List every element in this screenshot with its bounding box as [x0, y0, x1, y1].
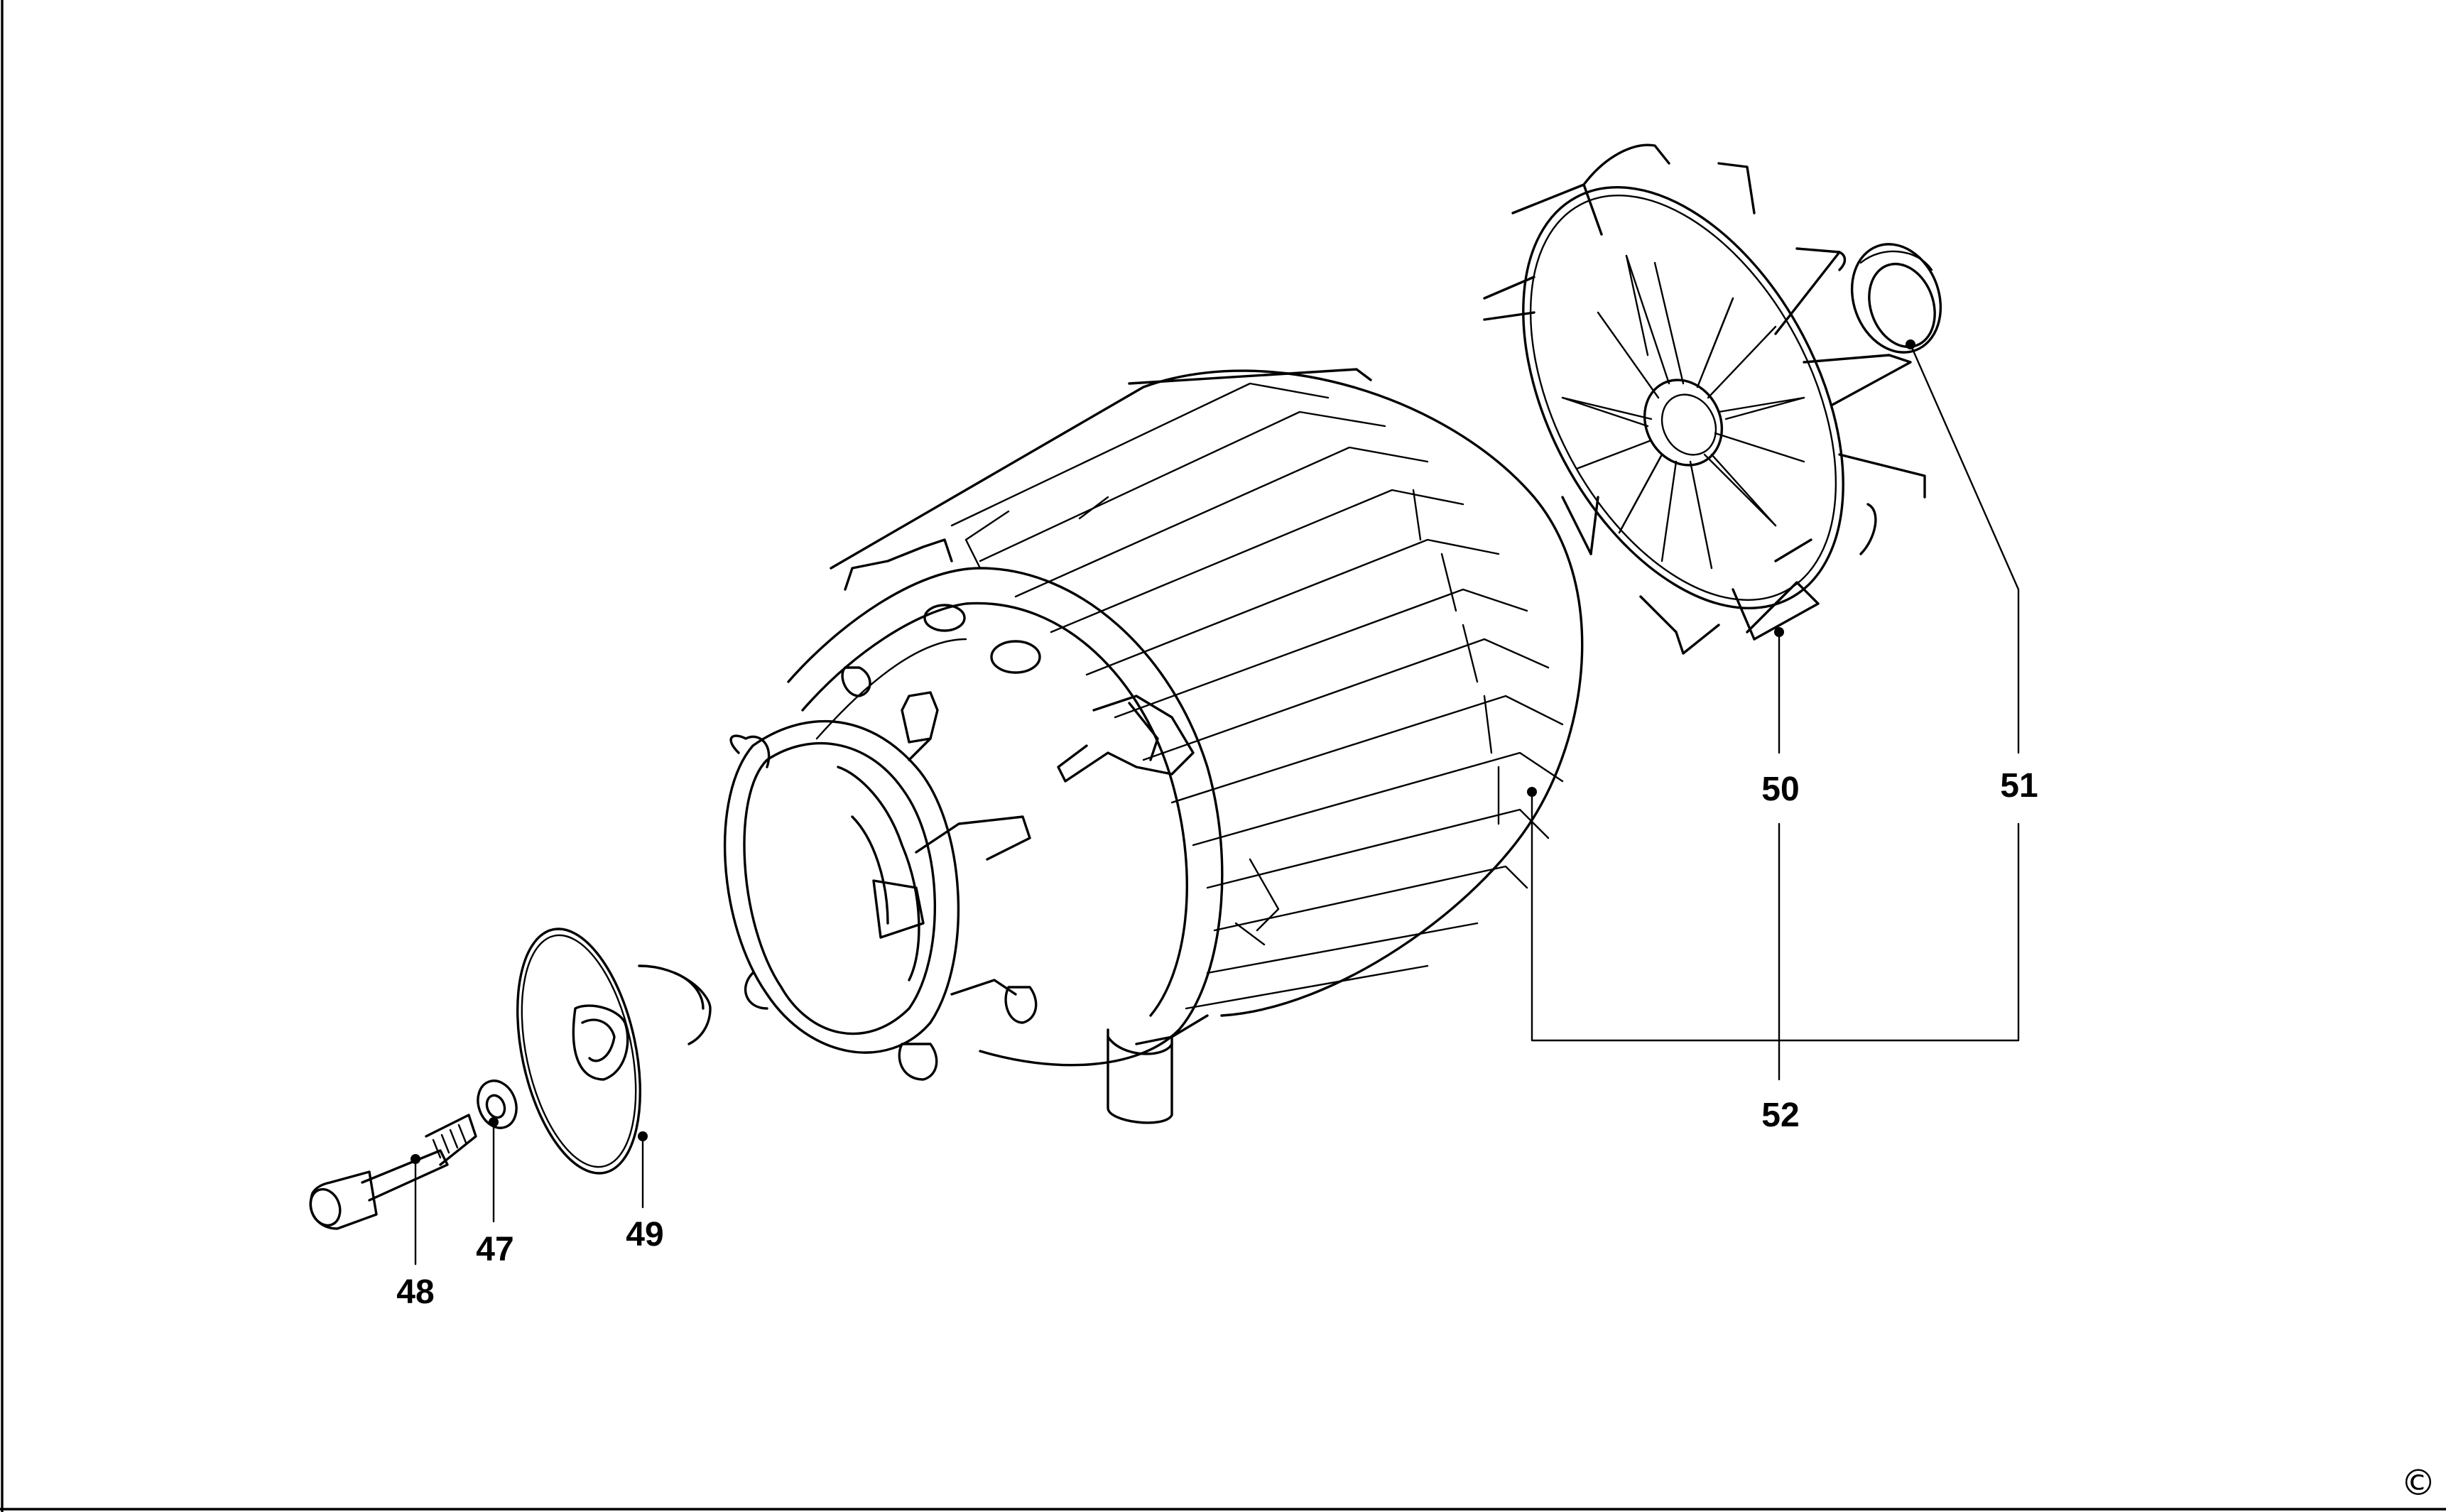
bolt [309, 1114, 477, 1230]
part-label-52: 52 [1761, 1097, 1799, 1134]
ring [1850, 243, 1942, 354]
cooling-fins [950, 382, 1564, 1010]
part-label-50: 50 [1761, 771, 1799, 808]
part-label-49: 49 [626, 1216, 663, 1253]
leader-lines [414, 343, 2020, 1266]
seal-plate [516, 928, 712, 1175]
fan-spokes [1561, 254, 1805, 570]
part-labels: 48 47 49 50 51 52 [396, 767, 2038, 1311]
part-label-48: 48 [396, 1273, 434, 1311]
motor-housing [723, 368, 1584, 1124]
washer [477, 1079, 518, 1129]
fan [1483, 143, 1926, 655]
copyright-mark: © [2401, 1462, 2436, 1503]
part-label-51: 51 [2000, 767, 2038, 805]
leader-dots [411, 339, 1915, 1164]
part-label-47: 47 [476, 1231, 513, 1268]
